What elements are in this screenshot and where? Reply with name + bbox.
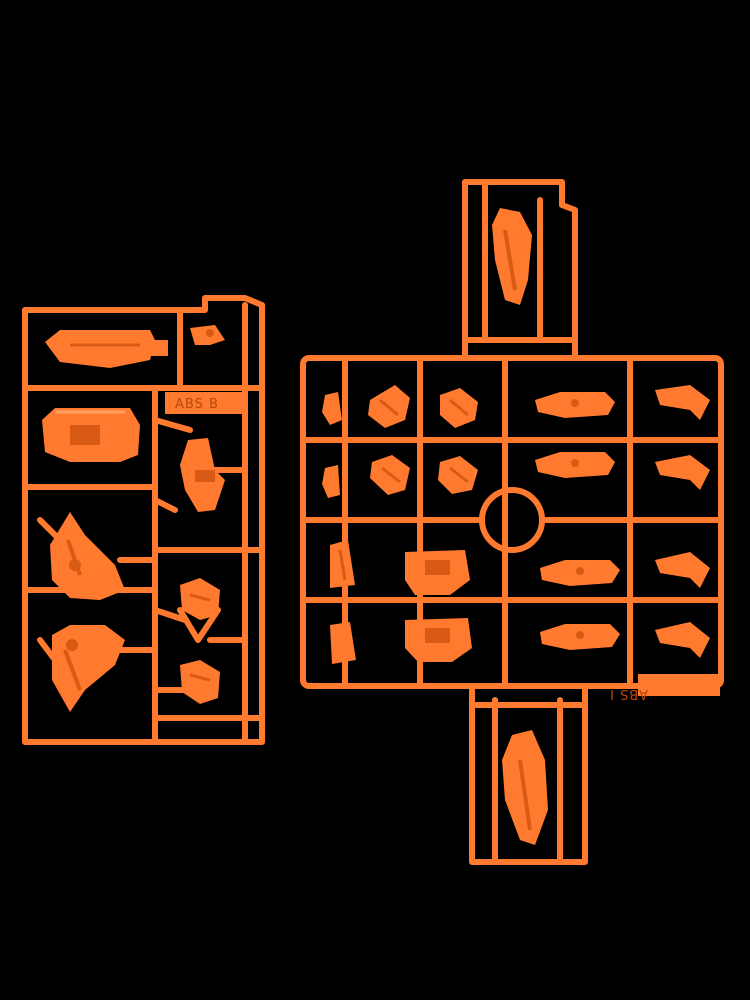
part-i-fin-top [492,208,532,305]
runner-b-tag: ABS B [175,397,219,412]
runner-i-tag: ABS I [609,686,648,701]
part-i-small [330,622,356,664]
runner-i-tag-plate [638,674,720,696]
part-i-hook [655,552,710,588]
runner-i-bottom-ext [469,683,588,865]
part-b-shoulder [45,330,155,368]
part-b-armor-upper [50,512,125,600]
runner-b-gate [37,517,158,663]
runner-b-parts [42,325,225,712]
runner-b [22,295,265,745]
part-i-hook [655,455,710,490]
runner-b-tag-plate [165,392,243,414]
runner-i-top-ext [462,179,578,361]
part-i-small [322,465,340,498]
runner-b-gate [177,607,221,643]
runner-b-frame [22,295,265,745]
part-i-hook [655,622,710,658]
runner-i-ring [479,487,545,553]
part-i-small [322,392,342,425]
part-i-hook [655,385,710,420]
runner-i-parts [322,208,710,845]
runner-i [300,179,724,865]
runner-b-gate [152,417,248,693]
part-b-knee-lower [180,660,220,704]
